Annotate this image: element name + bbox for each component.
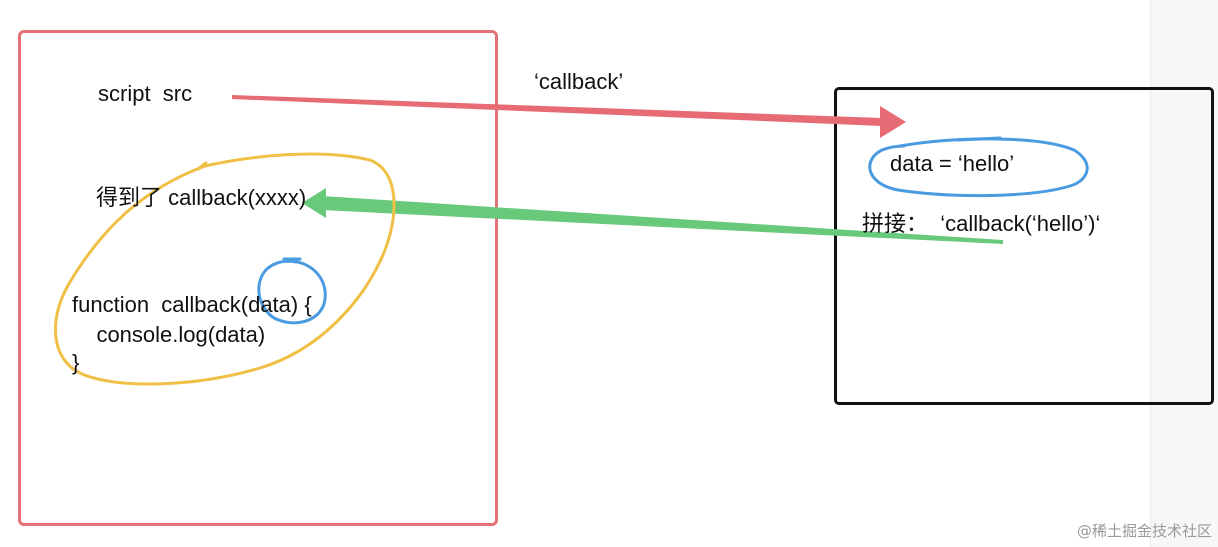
script-src-label: script src — [98, 81, 193, 106]
response-arrow-shaft — [322, 196, 1003, 244]
server-box — [834, 87, 1214, 405]
server-data-label: data = ‘hello’ — [890, 151, 1015, 176]
code-line-2: console.log(data) — [72, 322, 266, 347]
yellow-highlight-loop — [53, 152, 396, 386]
blue-data-ellipse — [868, 137, 1089, 198]
received-callback-label: 得到了 callback(xxxx) — [96, 185, 307, 210]
request-arrow-head — [880, 106, 906, 138]
response-arrow-head — [302, 188, 326, 218]
code-line-3: } — [72, 350, 80, 375]
server-concat-label: 拼接： ‘callback(‘hello’)‘ — [862, 211, 1101, 236]
client-box — [18, 30, 498, 526]
watermark: @稀土掘金技术社区 — [1076, 522, 1212, 540]
blue-param-circle — [257, 259, 327, 325]
arrow-label-callback: ‘callback’ — [534, 69, 624, 94]
blue-data-ellipse-tick — [956, 136, 1002, 142]
code-line-1: function callback(data) { — [72, 292, 312, 317]
request-arrow-shaft — [232, 95, 882, 126]
page-margin — [1150, 0, 1218, 547]
yellow-highlight-tail — [196, 161, 208, 171]
